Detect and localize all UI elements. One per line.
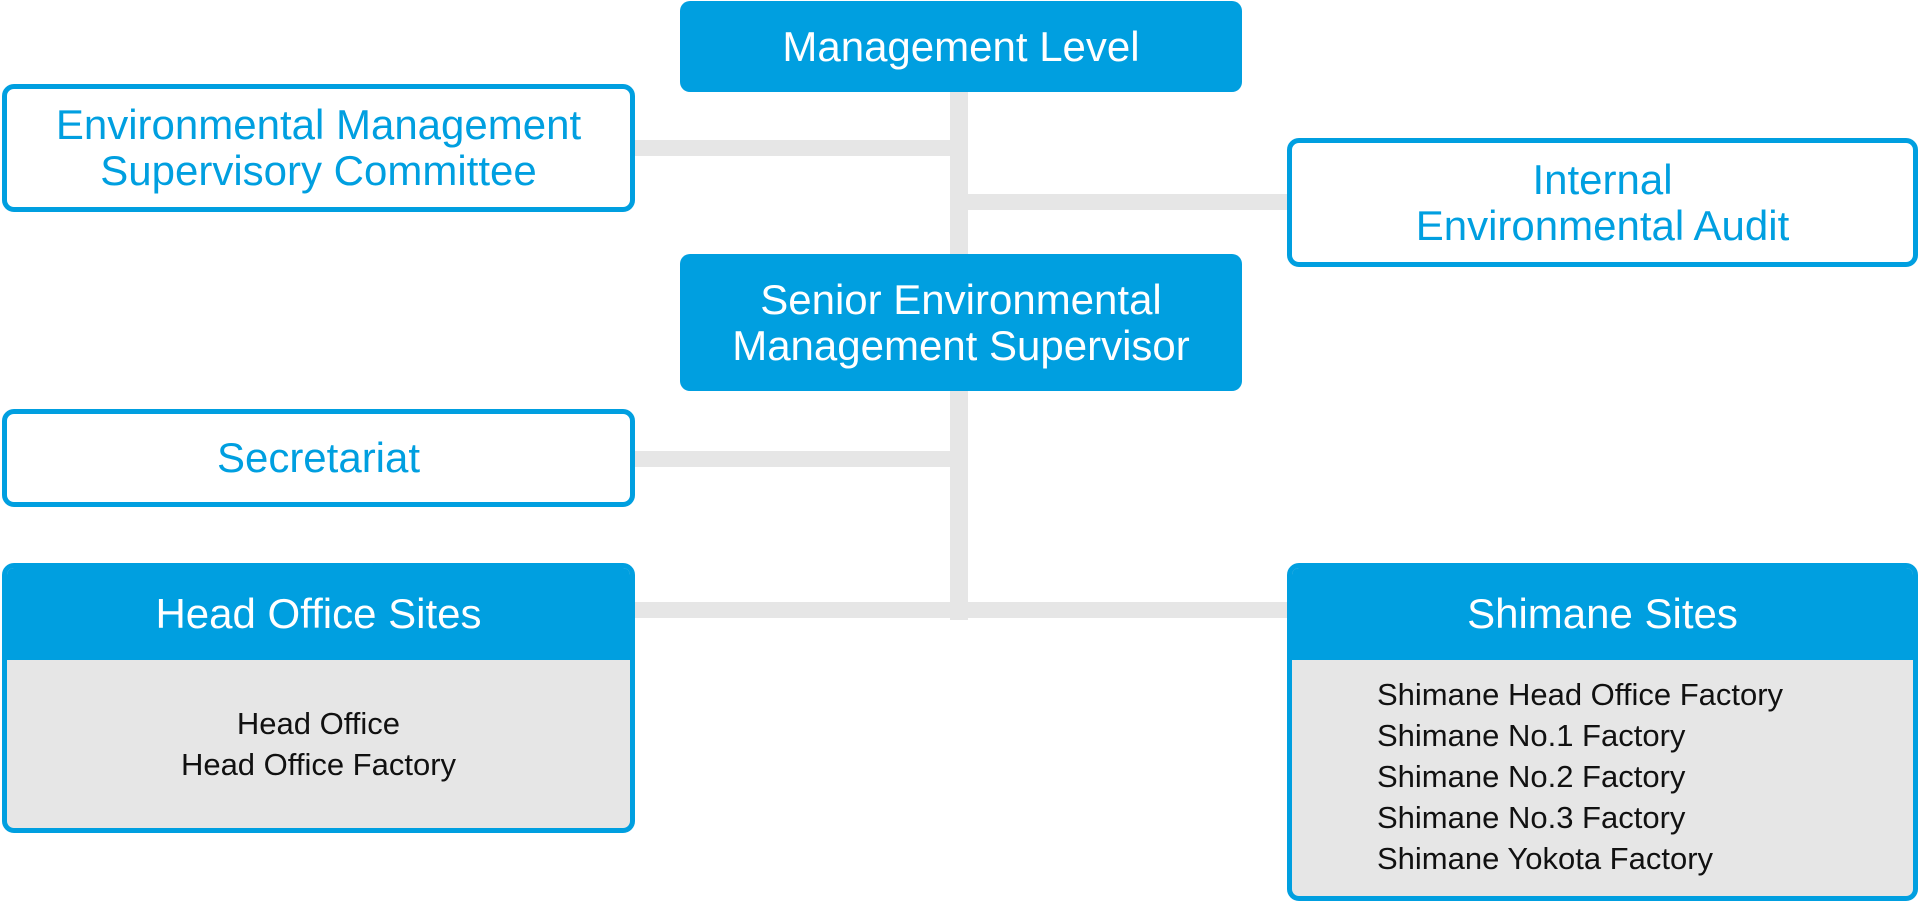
internal-audit-line-1: Internal	[1532, 155, 1673, 203]
shimane-sites-panel: Shimane Sites Shimane Head Office Factor…	[1287, 563, 1918, 901]
site-list-item: Shimane Yokota Factory	[1377, 841, 1714, 876]
senior-supervisor-line-1: Senior Environmental	[760, 275, 1162, 323]
senior-supervisor-line-2: Management Supervisor	[732, 321, 1190, 369]
internal-audit-line-2: Environmental Audit	[1415, 201, 1790, 249]
site-list-item: Head Office Factory	[180, 747, 457, 782]
site-list-item: Shimane No.1 Factory	[1377, 718, 1686, 753]
connector-sites	[635, 602, 1291, 618]
head-office-sites-list: Head Office Head Office Factory	[7, 660, 630, 828]
senior-supervisor-box: Senior Environmental Management Supervis…	[680, 254, 1242, 391]
connector-secretariat	[635, 451, 959, 467]
head-office-sites-title: Head Office Sites	[7, 568, 630, 660]
secretariat-label: Secretariat	[216, 434, 421, 481]
site-list-item: Shimane No.2 Factory	[1377, 759, 1686, 794]
internal-audit-box: Internal Environmental Audit	[1287, 138, 1918, 267]
site-list-item: Head Office	[236, 706, 401, 741]
connector-committee	[635, 140, 959, 156]
site-list-item: Shimane Head Office Factory	[1377, 677, 1784, 712]
shimane-sites-list: Shimane Head Office Factory Shimane No.1…	[1292, 660, 1913, 896]
site-list-item: Shimane No.3 Factory	[1377, 800, 1686, 835]
supervisory-committee-box: Environmental Management Supervisory Com…	[2, 84, 635, 212]
management-level-label: Management Level	[782, 22, 1140, 70]
management-level-box: Management Level	[680, 1, 1242, 92]
connector-audit	[959, 194, 1291, 210]
shimane-sites-title: Shimane Sites	[1292, 568, 1913, 660]
supervisory-committee-line-2: Supervisory Committee	[100, 147, 537, 194]
head-office-sites-panel: Head Office Sites Head Office Head Offic…	[2, 563, 635, 833]
supervisory-committee-line-1: Environmental Management	[55, 101, 582, 148]
secretariat-box: Secretariat	[2, 409, 635, 507]
